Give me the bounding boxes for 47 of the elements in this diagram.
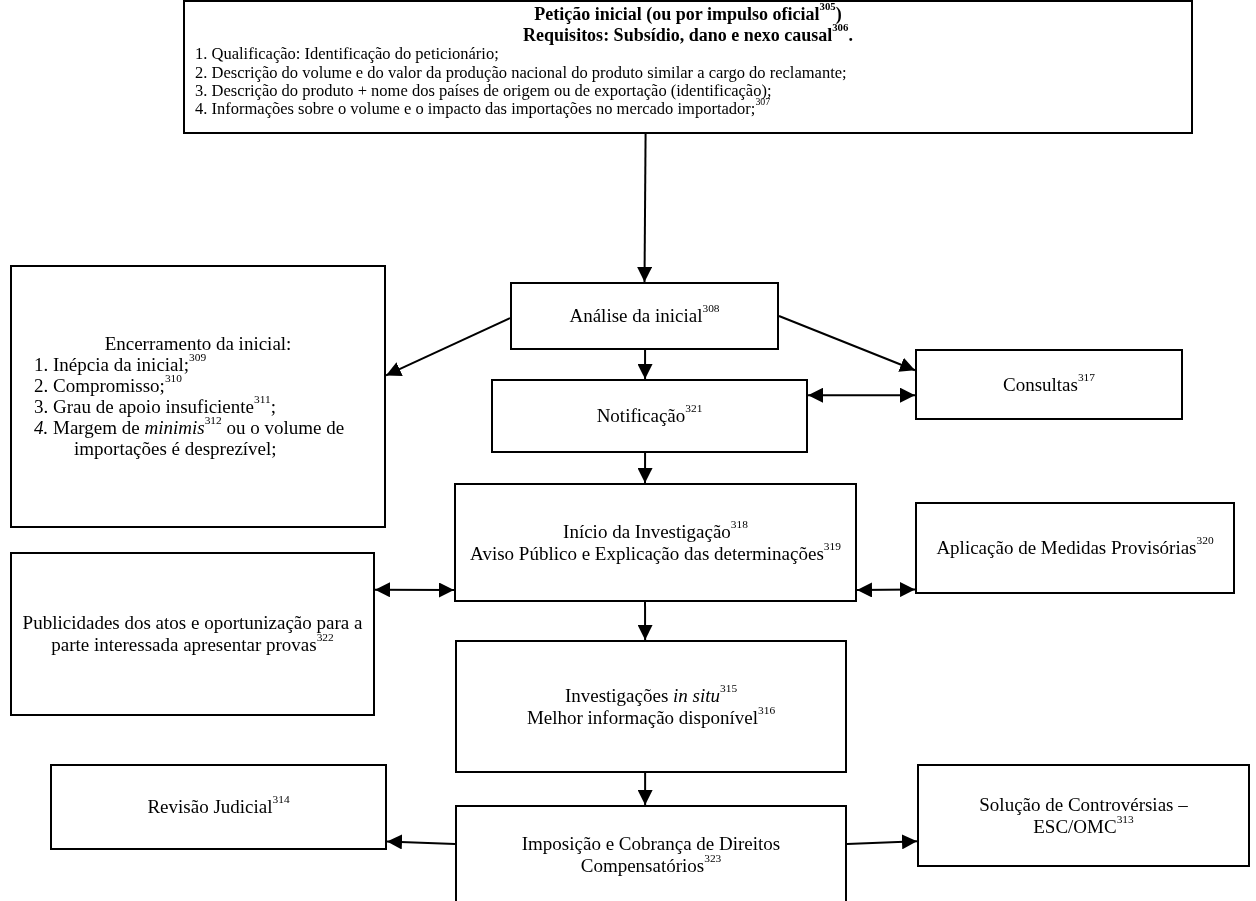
heading: Petição inicial (ou por impulso oficial$^{305}$) bbox=[534, 4, 842, 24]
arrow bbox=[637, 452, 653, 484]
list-item: 1. Qualificação: Identificação do peticionário; bbox=[195, 45, 500, 64]
list-item: 4. Informações sobre o volume e o impacto das importações no mercado importador;$^{307}$ bbox=[195, 99, 772, 118]
double-arrow bbox=[807, 387, 916, 403]
process-box bbox=[917, 764, 1250, 867]
process-box bbox=[50, 764, 387, 850]
box-text: Notificação$^{321}$ bbox=[596, 405, 703, 427]
list-item: 2. Descrição do volume e do valor da produção nacional do produto similar a cargo do reclamante; bbox=[195, 63, 848, 82]
list-item: 1. Inépcia da inicial;$^{309}$ bbox=[33, 355, 208, 376]
arrow bbox=[637, 349, 653, 380]
process-box bbox=[455, 805, 847, 901]
box-text: Melhor informação disponível$^{316}$ bbox=[526, 706, 776, 729]
list-item: 2. Compromisso;$^{310}$ bbox=[33, 376, 182, 397]
arrow bbox=[385, 317, 511, 377]
double-arrow bbox=[374, 582, 455, 598]
double-arrow bbox=[856, 582, 916, 598]
arrow bbox=[637, 601, 653, 641]
box-text: Publicidades dos atos e oportunização para a parte interessada apresentar provas$^{322}$ bbox=[22, 612, 363, 656]
list-item: 3. Grau de apoio insuficiente$^{311}$; bbox=[33, 396, 277, 417]
arrow bbox=[637, 133, 653, 283]
box-text: Investigações in situ$^{315}$ bbox=[564, 684, 738, 707]
box-text: Solução de Controvérsias – ESC/OMC$^{313}$ bbox=[978, 793, 1189, 838]
process-box bbox=[10, 265, 386, 528]
arrow bbox=[637, 772, 653, 806]
process-box bbox=[10, 552, 375, 716]
process-box bbox=[454, 483, 857, 602]
process-box bbox=[491, 379, 808, 453]
process-box bbox=[915, 349, 1183, 420]
box-text: Imposição e Cobrança de Direitos Compensatórios$^{323}$ bbox=[520, 833, 782, 877]
box-text: Análise da inicial$^{308}$ bbox=[569, 305, 720, 327]
heading: Requisitos: Subsídio, dano e nexo causal$^{306}$. bbox=[523, 24, 853, 46]
box-text: Consultas$^{317}$ bbox=[1002, 373, 1095, 396]
process-box bbox=[915, 502, 1235, 594]
box-text: Encerramento da inicial: bbox=[104, 333, 292, 355]
arrow bbox=[386, 834, 456, 850]
list-item: 4. Margem de minimis$^{312}$ ou o volume de importações é desprezível; bbox=[33, 417, 346, 460]
process-box bbox=[455, 640, 847, 773]
box-text: Revisão Judicial$^{314}$ bbox=[147, 796, 290, 818]
arrow bbox=[846, 834, 918, 850]
box-text: Início da Investigação$^{318}$ bbox=[563, 520, 748, 543]
process-box bbox=[510, 282, 779, 350]
process-box bbox=[183, 0, 1193, 134]
arrow bbox=[778, 315, 916, 372]
box-text: Aplicação de Medidas Provisórias$^{320}$ bbox=[936, 537, 1214, 559]
box-text: Aviso Público e Explicação das determinações$^{319}$ bbox=[470, 542, 841, 565]
list-item: 3. Descrição do produto + nome dos países de origem ou de exportação (identificação); bbox=[195, 81, 773, 100]
